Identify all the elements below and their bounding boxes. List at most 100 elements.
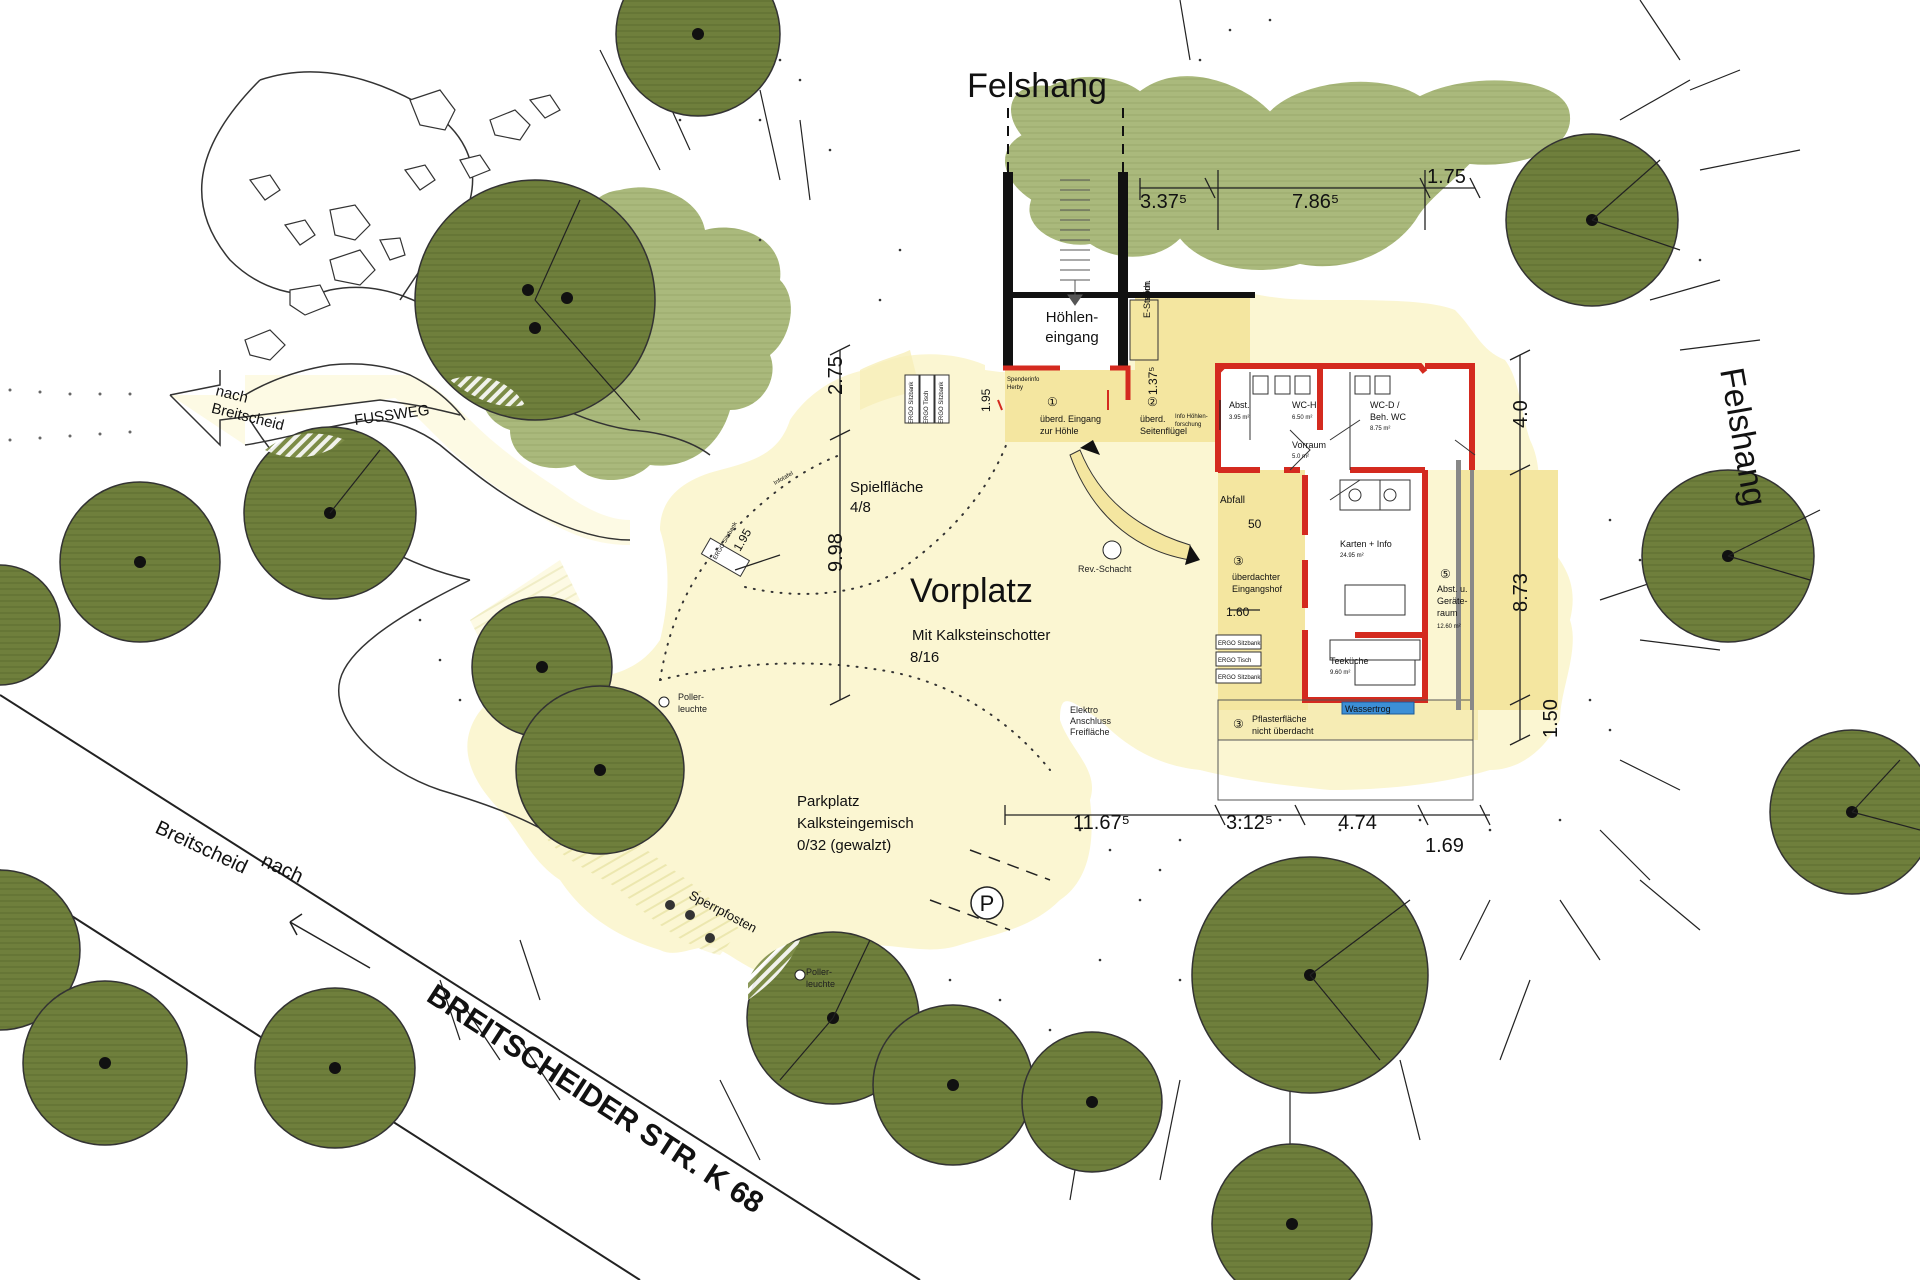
room-3b-num: ③	[1233, 717, 1244, 731]
poller-label-2a: Poller-	[806, 967, 832, 977]
building	[700, 100, 1558, 801]
room-1-label-b: zur Höhle	[1040, 426, 1079, 436]
rev-schacht: Rev.-Schacht	[1078, 540, 1132, 574]
dimension-lines	[734, 170, 1531, 826]
room-karten-label: Karten + Info	[1340, 539, 1392, 549]
room-wcd-label-1: WC-D /	[1370, 400, 1400, 410]
room-teekueche-area: 9.60 m²	[1330, 670, 1350, 676]
dim-50: 50	[1248, 517, 1262, 531]
room-teekueche-label: Teeküche	[1330, 656, 1369, 666]
label-hoehleneingang-2: eingang	[1045, 329, 1098, 346]
poller-light-2: Poller- leuchte	[794, 967, 835, 989]
room-vorraum-label: Vorraum	[1292, 440, 1326, 450]
poller-label-1a: Poller-	[678, 692, 704, 702]
tree	[1769, 729, 1920, 895]
room-wcd-label-2: Beh. WC	[1370, 412, 1407, 422]
label-parkplatz: Parkplatz	[797, 793, 860, 810]
dim-2-75: 2.75	[825, 356, 847, 395]
hoehlenforschung-label-1: Info Höhlen-	[1175, 414, 1208, 420]
room-abst-label: Abst.	[1229, 400, 1250, 410]
room-3-label-b: Eingangshof	[1232, 584, 1283, 594]
room-5-label-c: raum	[1437, 608, 1458, 618]
rev-schacht-label: Rev.-Schacht	[1078, 564, 1132, 574]
dim-1-50: 1.50	[1540, 699, 1562, 738]
label-road-name: BREITSCHEIDER STR. K 68	[421, 978, 769, 1220]
tree	[615, 0, 781, 117]
room-3-label-a: überdachter	[1232, 572, 1280, 582]
elektro-label-3: Freifläche	[1070, 727, 1110, 737]
room-wch-label: WC-H	[1292, 400, 1317, 410]
tree	[59, 481, 221, 643]
dim-1-75: 1.75	[1427, 166, 1466, 188]
label-vorh: vorh.	[1142, 280, 1152, 300]
room-5-area: 12.60 m²	[1437, 624, 1461, 630]
room-5-num: ⑤	[1440, 567, 1451, 581]
spenderinfo-label-1: Spenderinfo	[1007, 377, 1040, 383]
tree	[872, 1004, 1034, 1166]
dim-1-69: 1.69	[1425, 835, 1464, 857]
room-abst-area: 3.95 m²	[1229, 415, 1249, 421]
bollards	[665, 900, 715, 943]
label-vorplatz-sub1: Mit Kalksteinschotter	[912, 627, 1050, 644]
ergo-table-1: ERGO Tisch	[924, 391, 930, 424]
label-e-station: E-Station	[1142, 281, 1152, 318]
label-spielflaeche: Spielfläche	[850, 479, 923, 496]
hoehlenforschung-label-2: forschung	[1175, 422, 1201, 428]
label-wassertrog: Wassertrog	[1345, 704, 1391, 714]
elektro-label-2: Anschluss	[1070, 716, 1112, 726]
label-vorplatz: Vorplatz	[910, 572, 1033, 610]
dim-11-67: 11.67⁵	[1073, 812, 1130, 834]
label-parkplatz-size: 0/32 (gewalzt)	[797, 837, 891, 854]
room-1-label-a: überd. Eingang	[1040, 414, 1101, 424]
ergo-bench-1: ERGO Sitzbank	[909, 381, 915, 424]
dim-7-86: 7.86⁵	[1292, 191, 1339, 213]
dim-9-98: 9.98	[825, 533, 847, 572]
dim-1-95a: 1.95	[979, 388, 993, 412]
tree	[0, 869, 81, 1031]
road-direction-label: nach Breitscheid	[152, 817, 307, 888]
ergo-table-2: ERGO Tisch	[1218, 658, 1251, 664]
room-5-label-a: Abst. u.	[1437, 584, 1468, 594]
tree	[515, 685, 685, 855]
label-fussweg: FUSSWEG	[353, 402, 430, 429]
room-5-label-b: Geräte-	[1437, 596, 1468, 606]
room-2-label-b: Seitenflügel	[1140, 426, 1187, 436]
dim-3-12: 3.12⁵	[1226, 812, 1273, 834]
ergo-bench-3: ERGO Sitzbank	[1218, 641, 1261, 647]
room-3-num: ③	[1233, 554, 1244, 568]
parking-lines	[929, 849, 1051, 931]
room-labels: ① überd. Eingang zur Höhle ② überd. Seit…	[713, 377, 1468, 736]
label-hoehleneingang-1: Höhlen-	[1046, 309, 1099, 326]
tree-lines	[329, 159, 1920, 1081]
ergo-bench-2: ERGO Sitzbank	[939, 381, 945, 424]
tree	[254, 987, 416, 1149]
label-abfall: Abfall	[1220, 495, 1245, 506]
label-vorplatz-sub2: 8/16	[910, 649, 939, 666]
parking-symbol: P	[980, 891, 995, 916]
road-direction-breitscheid: Breitscheid	[152, 817, 251, 879]
play-area-boundary	[659, 439, 1051, 771]
dim-4-74: 4.74	[1338, 812, 1377, 834]
road-direction-nach: nach	[258, 850, 307, 888]
elektro-label-1: Elektro	[1070, 705, 1098, 715]
label-spielflaeche-size: 4/8	[850, 499, 871, 516]
room-3b-label-b: nicht überdacht	[1252, 726, 1314, 736]
label-parkplatz-material: Kalksteingemisch	[797, 815, 914, 832]
footpath	[8, 71, 711, 841]
label-felshang-top: Felshang	[967, 67, 1107, 105]
dim-1-37: 1.37⁵	[1146, 367, 1160, 395]
ergo-bench-4: ERGO Sitzbank	[1218, 675, 1261, 681]
room-wcd-area: 8.75 m²	[1370, 426, 1390, 432]
dim-8-73: 8.73	[1510, 573, 1532, 612]
dim-3-37: 3.37⁵	[1140, 191, 1187, 213]
parking-sign: P	[970, 886, 1004, 920]
tree	[22, 980, 188, 1146]
tree	[1021, 1031, 1163, 1173]
elektro-anschluss: Elektro Anschluss Freifläche	[1070, 705, 1112, 737]
room-2-num: ②	[1147, 395, 1158, 409]
room-1-num: ①	[1047, 395, 1058, 409]
dim-1-60: 1.60	[1226, 605, 1250, 619]
room-wch-area: 6.50 m²	[1292, 415, 1312, 421]
poller-label-2b: leuchte	[806, 979, 835, 989]
